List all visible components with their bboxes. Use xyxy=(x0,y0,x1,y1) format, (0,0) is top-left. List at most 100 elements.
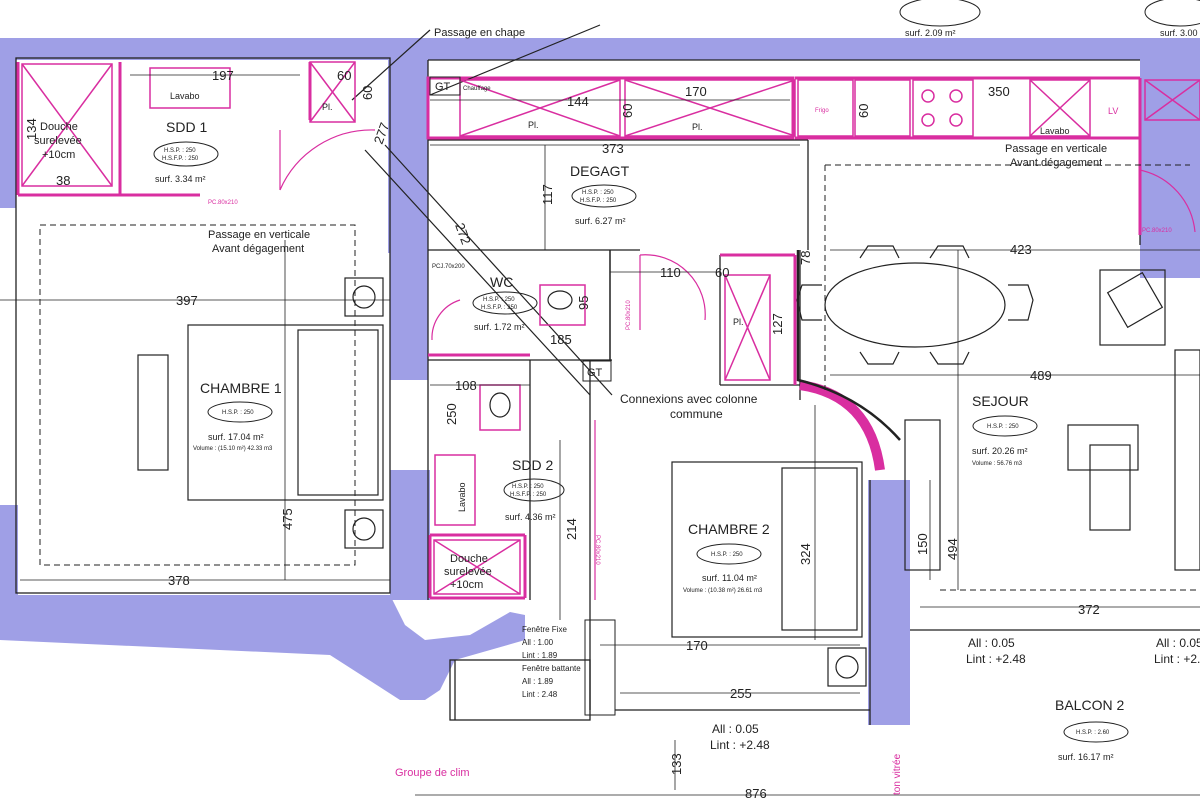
note-connexions-b: commune xyxy=(670,407,723,421)
dim-876: 876 xyxy=(745,786,767,800)
sdd2-surf: surf. 4.36 m² xyxy=(505,512,556,522)
fixture-pl-3: Pl. xyxy=(692,122,703,132)
dim-127: 127 xyxy=(770,313,785,335)
chambre1-volume: Volume : (15.10 m²) 42.33 m3 xyxy=(193,446,273,452)
top-surf-right: surf. 3.00 m² xyxy=(1160,28,1200,38)
dim-78: 78 xyxy=(798,251,813,265)
kitchen-cabinets xyxy=(21,61,1200,595)
sejour-surf: surf. 20.26 m² xyxy=(972,446,1028,456)
sdd2-hsfp: H.S.F.P. : 250 xyxy=(510,492,547,498)
douche1-a: Douche xyxy=(40,121,78,133)
fixture-lavabo-sdd2: Lavabo xyxy=(457,482,467,512)
dim-255: 255 xyxy=(730,686,752,701)
gt-box-1 xyxy=(429,76,461,96)
dim-277: 277 xyxy=(371,121,393,147)
dim-185: 185 xyxy=(550,332,572,347)
sejour-volume: Volume : 56.76 m3 xyxy=(972,461,1023,467)
fixture-gt-1: GT xyxy=(435,81,451,93)
sdd1-hsfp: H.S.F.P. : 250 xyxy=(162,156,199,162)
fixture-pc-2: PC.80x210 xyxy=(1142,228,1172,234)
degagt-surf: surf. 6.27 m² xyxy=(575,216,626,226)
chambre1-surf: surf. 17.04 m² xyxy=(208,432,264,442)
fixture-lavabo-kitchen: Lavabo xyxy=(1040,126,1070,136)
dim-95: 95 xyxy=(576,296,591,310)
dim-214: 214 xyxy=(564,518,579,540)
fixture-pl-4: Pl. xyxy=(733,317,744,327)
dim-489: 489 xyxy=(1030,368,1052,383)
sdd2-tag xyxy=(503,478,565,502)
curved-wall-outline xyxy=(796,250,901,441)
fenetre-batt-all: All : 1.89 xyxy=(522,677,554,686)
door-swings xyxy=(279,129,1196,600)
sdd2-name: SDD 2 xyxy=(512,457,553,473)
dim-133: 133 xyxy=(669,753,684,775)
dim-38: 38 xyxy=(56,173,70,188)
sdd2-hsp: H.S.P. : 250 xyxy=(512,484,544,490)
dim-60b: 60 xyxy=(360,86,375,100)
wc-name: WC xyxy=(490,274,513,290)
douche2-b: surelevée xyxy=(444,566,492,578)
note-passage-vert-1a: Passage en verticale xyxy=(208,229,310,241)
chambre1-tag xyxy=(207,401,273,423)
wc-hsfp: H.S.F.P. : 250 xyxy=(481,305,518,311)
dimension-lines xyxy=(0,74,1200,796)
fixture-pc-3: PCJ.70x200 xyxy=(432,264,465,270)
dim-373: 373 xyxy=(602,141,624,156)
dim-494: 494 xyxy=(945,538,960,560)
sejour-tag xyxy=(972,415,1038,437)
dim-60d: 60 xyxy=(856,104,871,118)
douche1-b: surelevée xyxy=(34,135,82,147)
douche2-c: +10cm xyxy=(450,579,483,591)
sdd1-name: SDD 1 xyxy=(166,119,207,135)
wall-lines xyxy=(15,57,1200,725)
dim-372: 372 xyxy=(1078,602,1100,617)
dim-197: 197 xyxy=(212,68,234,83)
note-ton-vitree: ton vitrée xyxy=(892,753,903,795)
balcon2-name: BALCON 2 xyxy=(1055,697,1124,713)
note-passage-vert-2a: Passage en verticale xyxy=(1005,143,1107,155)
fixture-frigo: Frigo xyxy=(815,108,829,114)
surface-tag-top xyxy=(899,0,981,27)
window3-lint: Lint : +2.4 xyxy=(1154,652,1200,666)
window-frame-sdd2 xyxy=(584,619,616,716)
wc-tag xyxy=(472,291,538,315)
sdd1-tag xyxy=(153,141,219,167)
dim-60a: 60 xyxy=(337,68,351,83)
sinks xyxy=(344,277,867,687)
douche2-a: Douche xyxy=(450,553,488,565)
degagt-name: DEGAGT xyxy=(570,163,630,179)
balcon2-tag xyxy=(1063,721,1129,743)
surface-tag-top-right xyxy=(1144,0,1200,27)
fenetre-fixe: Fenêtre Fixe xyxy=(522,625,567,634)
note-groupe-clim: Groupe de clim xyxy=(395,767,470,779)
chambre1-hsp: H.S.P. : 250 xyxy=(222,410,254,416)
dining-table xyxy=(796,245,1200,571)
fixture-pl-2: Pl. xyxy=(528,120,539,130)
dim-397: 397 xyxy=(176,293,198,308)
fenetre-fixe-all: All : 1.00 xyxy=(522,638,554,647)
fixture-lv: LV xyxy=(1108,106,1118,116)
diagonal-passage xyxy=(351,24,613,396)
chambre1-name: CHAMBRE 1 xyxy=(200,380,282,396)
sejour-name: SEJOUR xyxy=(972,393,1029,409)
degagt-hsfp: H.S.F.P. : 250 xyxy=(580,198,617,204)
dim-475: 475 xyxy=(280,508,295,530)
balcon2-hsp: H.S.P. : 2.60 xyxy=(1076,730,1110,736)
sdd1-surf: surf. 3.34 m² xyxy=(155,174,206,184)
dim-144: 144 xyxy=(567,94,589,109)
dim-108: 108 xyxy=(455,378,477,393)
dim-170a: 170 xyxy=(685,84,707,99)
window2-all: All : 0.05 xyxy=(968,636,1015,650)
note-connexions-a: Connexions avec colonne xyxy=(620,392,758,406)
chambre2-tag xyxy=(696,543,762,565)
dim-350: 350 xyxy=(988,84,1010,99)
note-passage-vert-1b: Avant dégagement xyxy=(212,243,304,255)
walls xyxy=(0,38,1200,725)
dim-117: 117 xyxy=(540,184,555,205)
degagt-tag xyxy=(571,184,637,208)
dim-110: 110 xyxy=(660,265,681,280)
sejour-hsp: H.S.P. : 250 xyxy=(987,424,1019,430)
fenetre-fixe-lint: Lint : 1.89 xyxy=(522,651,558,660)
fenetre-batt-lint: Lint : 2.48 xyxy=(522,690,558,699)
